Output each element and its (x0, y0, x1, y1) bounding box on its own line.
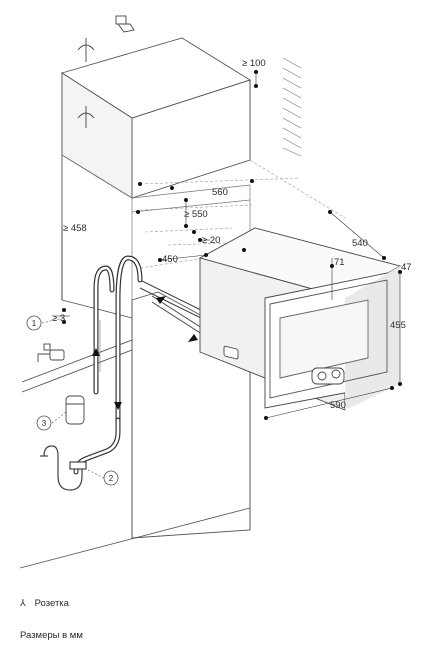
dimension-lines (54, 72, 401, 419)
dim-niche-height: ≥ 458 (63, 223, 87, 234)
dim-panel-thickness: 47 (401, 262, 412, 273)
callout-1: 1 (26, 315, 42, 331)
dimension-points (62, 70, 402, 420)
water-hoses (73, 255, 143, 475)
dim-niche-depth: 450 (162, 254, 178, 265)
callout-2: 2 (103, 470, 119, 486)
lower-cabinet (19, 291, 251, 569)
dim-niche-width-min: ≥ 550 (184, 209, 208, 220)
dim-niche-width: 560 (212, 187, 228, 198)
legend-socket: ⅄ Розетка (20, 598, 69, 609)
callout-3: 3 (36, 415, 52, 431)
callout-leaders (41, 317, 105, 479)
dim-appliance-depth: 540 (352, 238, 368, 249)
dim-niche-gap: ≥ 20 (202, 235, 220, 246)
water-drop-icon (115, 15, 135, 33)
water-filter (65, 395, 85, 425)
control-knobs (311, 367, 345, 385)
drain-siphon (40, 445, 87, 491)
svg-text:3: 3 (42, 419, 47, 428)
wall-hatch (282, 57, 302, 157)
socket-legend-label: Розетка (34, 598, 69, 609)
dim-appliance-width: 590 (330, 400, 346, 411)
socket-icon (77, 38, 95, 128)
water-tap (37, 343, 65, 362)
flow-arrows (92, 296, 198, 410)
svg-text:1: 1 (32, 319, 37, 328)
mounting-rails (139, 279, 206, 337)
dashed-guides (139, 159, 346, 269)
units-note: Размеры в мм (20, 630, 83, 641)
dim-side-gap: ≥ 3 (52, 313, 65, 324)
dim-control-offset: 71 (334, 257, 345, 268)
dim-appliance-height: 455 (390, 320, 406, 331)
appliance (198, 227, 402, 411)
dim-top-clearance: ≥ 100 (242, 58, 266, 69)
socket-legend-icon: ⅄ (20, 598, 26, 609)
svg-text:2: 2 (109, 474, 114, 483)
